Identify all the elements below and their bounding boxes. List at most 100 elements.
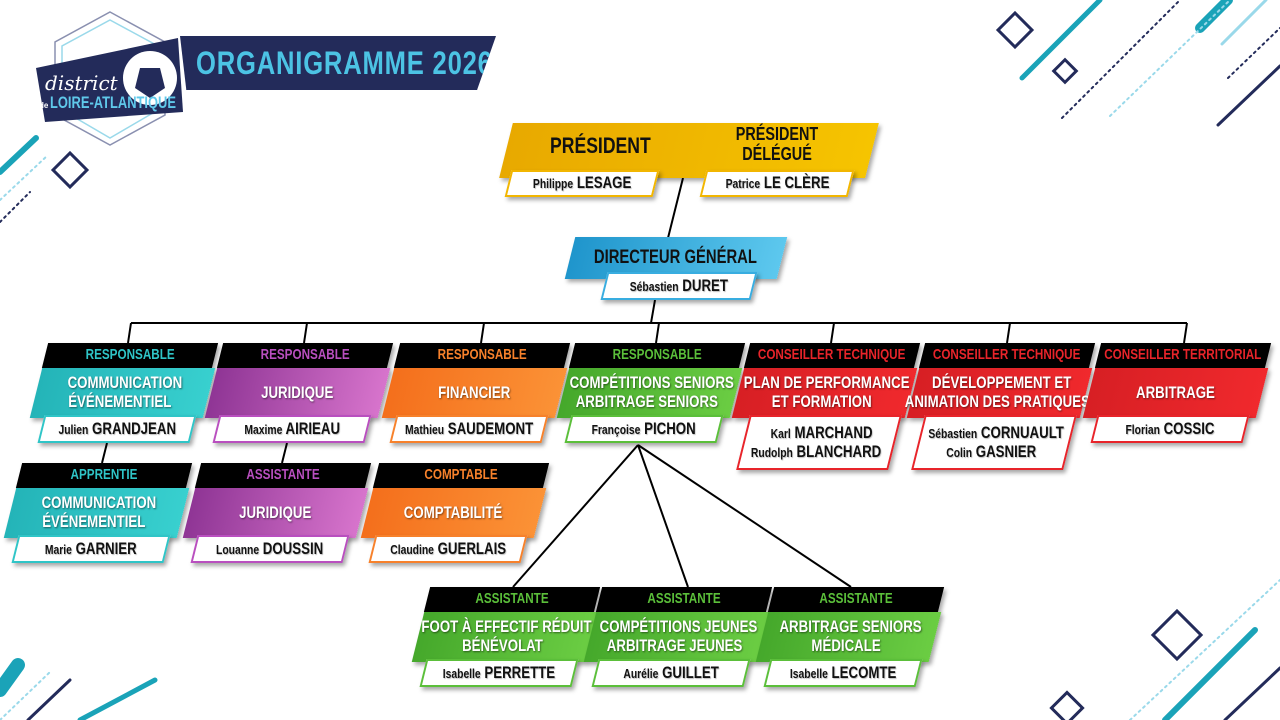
text: Karl <box>770 425 791 441</box>
text: SAUDEMONT <box>447 418 534 438</box>
card-person-names: Aurélie GUILLET <box>591 659 751 687</box>
department-line: COMMUNICATION <box>41 493 157 513</box>
card-person-names: Claudine GUERLAIS <box>368 535 528 563</box>
card-person-names: Mathieu SAUDEMONT <box>389 415 549 443</box>
text: BLANCHARD <box>797 441 882 461</box>
person-name: Karl MARCHAND <box>770 423 872 443</box>
text: DURET <box>682 275 729 295</box>
text: Isabelle <box>442 665 481 681</box>
card-person-names: Louanne DOUSSIN <box>190 535 350 563</box>
text: ASSISTANTE <box>246 466 320 484</box>
person-name: Claudine GUERLAIS <box>390 539 506 559</box>
department-line: ARBITRAGE <box>1136 382 1215 402</box>
text: CONSEILLER TECHNIQUE <box>758 346 906 364</box>
card-person-names: Florian COSSIC <box>1090 415 1250 443</box>
text: RESPONSABLE <box>260 346 350 364</box>
department-line: ARBITRAGE SENIORS <box>576 392 719 411</box>
text: Sébastien <box>629 278 679 294</box>
text: Claudine <box>390 541 434 557</box>
department-line: JURIDIQUE <box>239 502 312 522</box>
person-name: Julien GRANDJEAN <box>58 418 176 439</box>
text: Mathieu <box>404 421 444 437</box>
vice-president-title-wrap: PRÉSIDENT DÉLÉGUÉ <box>722 124 832 165</box>
text: ASSISTANTE <box>819 590 893 608</box>
person-name: Isabelle LECOMTE <box>789 662 897 683</box>
department-line: FINANCIER <box>438 382 511 402</box>
card-department: FINANCIER <box>381 368 568 418</box>
department-line: ARBITRAGE SENIORS <box>779 617 922 637</box>
department-line: MÉDICALE <box>811 636 881 655</box>
card-role-header: RESPONSABLE <box>393 343 571 368</box>
title-banner: ORGANIGRAMME 2026 <box>180 36 496 90</box>
card-person-names: Marie GARNIER <box>11 535 171 563</box>
department-line: COMPÉTITIONS JEUNES <box>600 617 758 637</box>
person-name: Maxime AIRIEAU <box>244 418 340 439</box>
vice-president-title-line2: DÉLÉGUÉ <box>742 143 812 164</box>
text: Marie <box>45 541 73 557</box>
text: de <box>39 101 49 110</box>
text: APPRENTIE <box>70 466 138 484</box>
text: Rudolph <box>751 444 794 460</box>
card-role-header: CONSEILLER TERRITORIAL <box>1094 343 1272 368</box>
person-name: Aurélie GUILLET <box>623 663 718 683</box>
department-line: ÉVÉNEMENTIEL <box>42 512 146 531</box>
person-name: Françoise PICHON <box>591 418 697 439</box>
department-line: BÉNÉVOLAT <box>461 636 543 655</box>
person-name: Isabelle PERRETTE <box>442 662 556 683</box>
text: AIRIEAU <box>285 418 340 438</box>
org-connectors <box>101 177 1188 588</box>
text: Colin <box>946 444 973 460</box>
text: PICHON <box>644 418 697 438</box>
card-role-header: APPRENTIE <box>15 463 193 488</box>
card-role-header: ASSISTANTE <box>595 587 773 612</box>
text: Françoise <box>591 421 641 437</box>
text: Julien <box>58 421 89 437</box>
department-line: COMPÉTITIONS SENIORS <box>569 373 734 393</box>
president-title: PRÉSIDENT <box>550 133 651 158</box>
text: GASNIER <box>976 441 1037 461</box>
text: Florian <box>1125 421 1160 437</box>
text: CORNUAULT <box>981 422 1065 442</box>
department-line: COMMUNICATION <box>67 373 183 393</box>
card-department: COMPTABILITÉ <box>360 488 547 538</box>
text: DOUSSIN <box>263 538 324 558</box>
card-role-header: CONSEILLER TECHNIQUE <box>918 343 1096 368</box>
text: Isabelle <box>789 665 828 681</box>
card-role-header: RESPONSABLE <box>216 343 394 368</box>
card-role-header: RESPONSABLE <box>568 343 746 368</box>
person-name: Mathieu SAUDEMONT <box>404 418 534 439</box>
text: CONSEILLER TERRITORIAL <box>1104 346 1262 364</box>
president-name: Philippe LESAGE <box>504 170 660 197</box>
logo: district de LOIRE-ATLANTIQUE <box>36 11 183 146</box>
person-name: Rudolph BLANCHARD <box>751 441 882 462</box>
person-name: Colin GASNIER <box>946 441 1037 462</box>
card-role-header: RESPONSABLE <box>41 343 219 368</box>
text: GRANDJEAN <box>91 418 176 438</box>
card-role-header: CONSEILLER TECHNIQUE <box>743 343 921 368</box>
text: COMPTABLE <box>424 466 498 484</box>
text: LESAGE <box>576 173 632 193</box>
person-name: Sébastien CORNUAULT <box>929 422 1065 443</box>
text: LECOMTE <box>831 662 897 682</box>
text: PERRETTE <box>484 662 556 682</box>
text: Philippe <box>532 176 573 192</box>
department-line: ARBITRAGE JEUNES <box>606 636 742 655</box>
card-department: JURIDIQUE <box>182 488 369 538</box>
director-name: Sébastien DURET <box>600 272 758 300</box>
department-line: JURIDIQUE <box>261 382 334 402</box>
president-title-wrap: PRÉSIDENT <box>540 133 651 158</box>
director-title: DIRECTEUR GÉNÉRAL <box>594 246 758 268</box>
card-person-names: Isabelle PERRETTE <box>419 659 579 687</box>
page-title: ORGANIGRAMME 2026 <box>196 44 493 81</box>
text: COSSIC <box>1163 418 1215 438</box>
card-role-header: ASSISTANTE <box>423 587 601 612</box>
card-role-header: ASSISTANTE <box>767 587 945 612</box>
text: Louanne <box>216 541 260 557</box>
text: ASSISTANTE <box>475 590 549 608</box>
department-line: ANIMATION DES PRATIQUES <box>904 392 1090 411</box>
